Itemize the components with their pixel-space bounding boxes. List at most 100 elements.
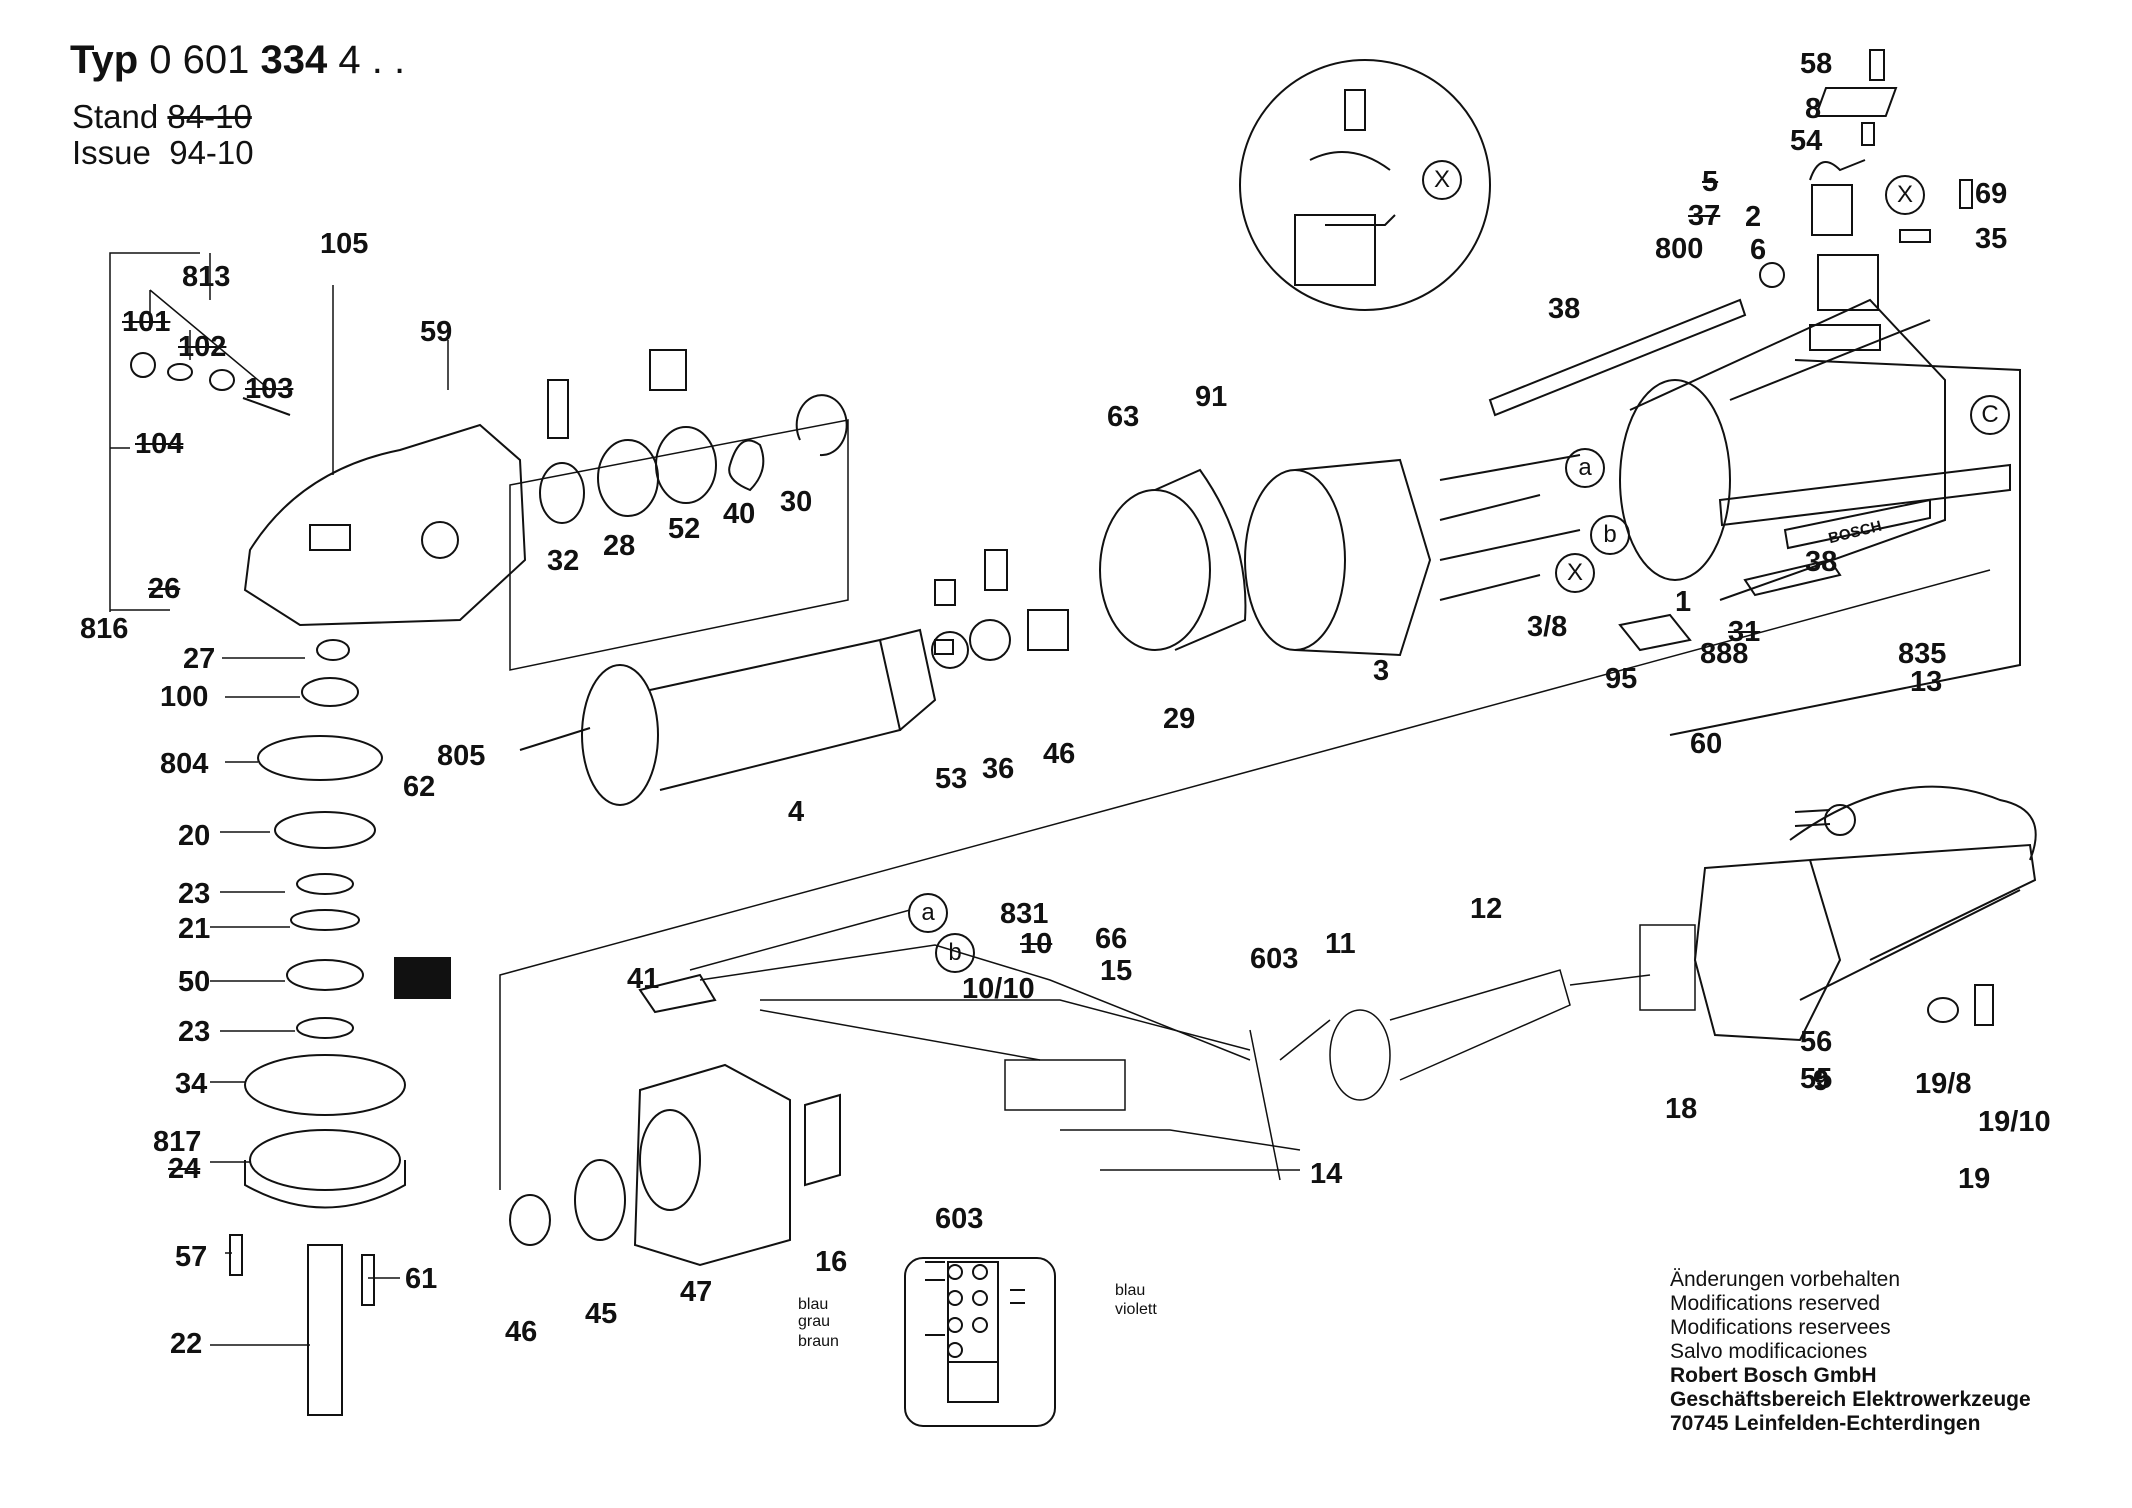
part-label-102: 102 <box>178 331 227 363</box>
part-label-28: 28 <box>603 530 636 562</box>
part-label-888: 888 <box>1700 638 1749 670</box>
part-label-804: 804 <box>160 748 209 780</box>
wiring-diagram-panel <box>905 1258 1055 1426</box>
callout-b-wire: b <box>935 933 975 973</box>
part-label-831: 831 <box>1000 898 1049 930</box>
part-label-69: 69 <box>1975 178 2008 210</box>
part-label-6: 6 <box>1750 234 1767 266</box>
part-label-805: 805 <box>437 740 486 772</box>
callout-a-stator: a <box>1565 448 1605 488</box>
part-label-15: 15 <box>1100 955 1133 987</box>
note-fr: Modifications reservees <box>1670 1316 1891 1339</box>
callout-b-stator: b <box>1590 515 1630 555</box>
model-type-title: Typ 0 601 334 4 . . <box>70 38 405 83</box>
part-label-2: 2 <box>1745 201 1762 233</box>
wire-label-braun: braun <box>798 1333 839 1350</box>
leader-lines-left <box>110 253 448 1345</box>
armature <box>520 610 1068 805</box>
part-label-11: 11 <box>1325 928 1356 960</box>
part-label-36: 36 <box>982 753 1015 785</box>
rear-handle <box>1695 787 2036 1040</box>
part-label-1: 1 <box>1675 586 1692 618</box>
part-label-35: 35 <box>1975 223 2008 255</box>
part-label-14: 14 <box>1310 1158 1343 1190</box>
part-label-59: 59 <box>420 316 453 348</box>
stand-label: Stand <box>72 98 159 135</box>
part-label-19: 19 <box>1958 1163 1991 1195</box>
part-label-100: 100 <box>160 681 209 713</box>
callout-x-stator: X <box>1555 553 1595 593</box>
part-label-34: 34 <box>175 1068 208 1100</box>
part-label-62: 62 <box>403 771 436 803</box>
issue-label: Issue <box>72 134 151 171</box>
lock-pin-parts <box>131 353 290 415</box>
part-label-603: 603 <box>1250 943 1299 975</box>
part-label-29: 29 <box>1163 703 1196 735</box>
part-label-50: 50 <box>178 966 211 998</box>
stand-value: 84-10 <box>167 98 252 135</box>
part-label-13: 13 <box>1910 666 1943 698</box>
note-es: Salvo modificaciones <box>1670 1340 1868 1363</box>
part-label-57: 57 <box>175 1241 208 1273</box>
part-label-19-10: 19/10 <box>1978 1106 2051 1138</box>
part-label-46b: 46 <box>505 1316 538 1348</box>
part-label-52: 52 <box>668 513 701 545</box>
footer-notes: Änderungen vorbehalten Modifications res… <box>1670 1268 2031 1436</box>
gear-head-housing <box>245 425 525 625</box>
part-label-47: 47 <box>680 1276 713 1308</box>
part-label-22: 22 <box>170 1328 203 1360</box>
part-label-817: 817 <box>153 1126 202 1158</box>
part-label-55: 55 <box>1800 1063 1833 1095</box>
part-label-23: 23 <box>178 878 211 910</box>
part-label-53: 53 <box>935 763 968 795</box>
note-en: Modifications reserved <box>1670 1292 1881 1315</box>
part-label-816: 816 <box>80 613 129 645</box>
part-label-104: 104 <box>135 428 184 460</box>
part-label-4: 4 <box>788 796 805 828</box>
part-label-101: 101 <box>122 306 171 338</box>
issue-value: 94-10 <box>169 134 254 171</box>
part-label-19-8: 19/8 <box>1915 1068 1972 1100</box>
part-label-32: 32 <box>547 545 580 577</box>
stand-line: Stand 84-10 <box>72 100 252 133</box>
part-label-9: 9 <box>1813 1065 1830 1097</box>
typ-label: Typ <box>70 38 139 82</box>
stator <box>1245 455 1580 655</box>
part-label-3: 3 <box>1373 655 1390 687</box>
callout-c: C <box>1970 395 2010 435</box>
brush-holder-detail-inset <box>1240 60 1490 310</box>
part-label-27: 27 <box>183 643 216 675</box>
part-label-12: 12 <box>1470 893 1503 925</box>
part-label-18: 18 <box>1665 1093 1698 1125</box>
motor-housing <box>1490 300 2020 735</box>
callout-x-inset: X <box>1422 160 1462 200</box>
company-name: Robert Bosch GmbH <box>1670 1364 1877 1387</box>
part-label-41: 41 <box>627 963 660 995</box>
part-label-63: 63 <box>1107 401 1140 433</box>
typ-number-bold: 334 <box>260 38 328 82</box>
fan-baffle <box>1100 470 1245 650</box>
part-label-105: 105 <box>320 228 369 260</box>
part-label-40: 40 <box>723 498 756 530</box>
part-label-95: 95 <box>1605 663 1638 695</box>
part-label-38: 38 <box>1548 293 1581 325</box>
company-address: 70745 Leinfelden-Echterdingen <box>1670 1412 1981 1435</box>
part-label-5: 5 <box>1702 166 1719 198</box>
callout-a-wire: a <box>908 893 948 933</box>
issue-line: Issue 94-10 <box>72 136 254 169</box>
part-label-66: 66 <box>1095 923 1128 955</box>
part-label-91: 91 <box>1195 381 1228 413</box>
wire-label-blau-right: blau <box>1115 1282 1146 1299</box>
note-de: Änderungen vorbehalten <box>1670 1268 1901 1291</box>
armature-bearings <box>935 550 1007 605</box>
part-label-31: 31 <box>1728 616 1761 648</box>
part-label-8: 8 <box>1805 93 1822 125</box>
part-label-20: 20 <box>178 820 211 852</box>
part-label-23b: 23 <box>178 1016 211 1048</box>
part-label-16: 16 <box>815 1246 848 1278</box>
part-label-800: 800 <box>1655 233 1704 265</box>
part-label-46: 46 <box>1043 738 1076 770</box>
bearing-stack <box>510 350 848 670</box>
typ-number-suffix: 4 . . <box>338 38 406 82</box>
